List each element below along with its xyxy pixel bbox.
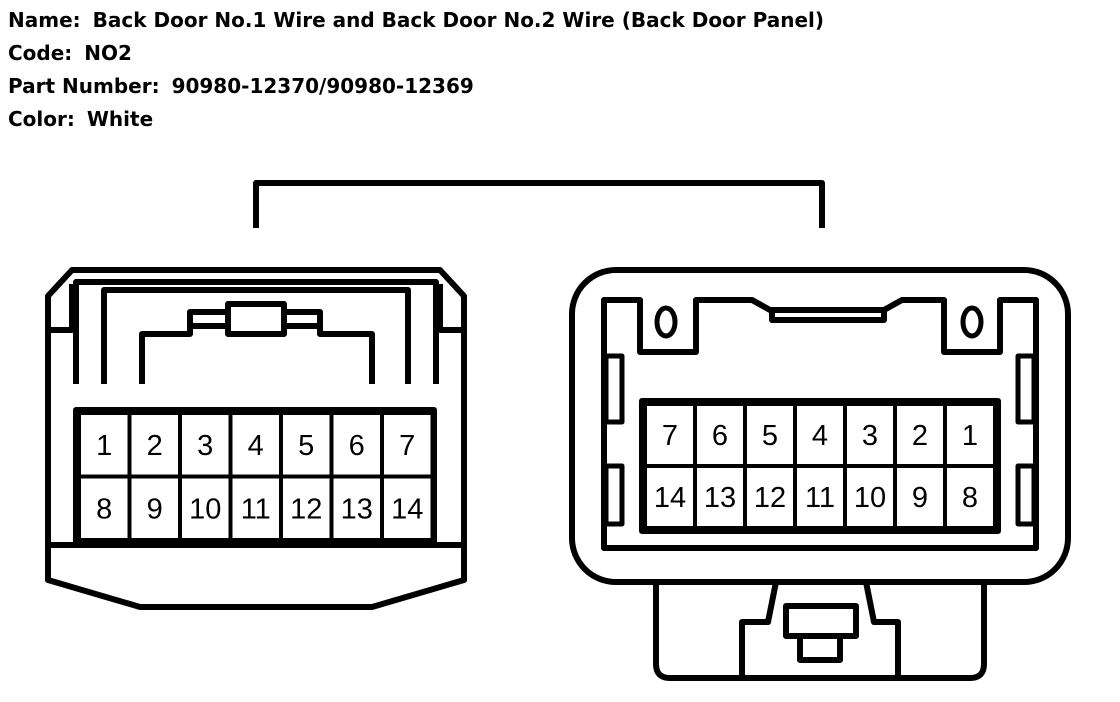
left-pin-5-label: 5 xyxy=(298,430,314,462)
right-connector-mark-right xyxy=(960,305,984,339)
right-pin-10-label: 10 xyxy=(854,482,886,514)
left-pin-10-label: 10 xyxy=(189,493,221,525)
right-connector-mark-left xyxy=(654,305,678,339)
code-label: Code: xyxy=(8,41,73,65)
right-pin-12-label: 12 xyxy=(754,482,786,514)
right-pin-11-label: 11 xyxy=(805,482,835,514)
left-pin-3-label: 3 xyxy=(197,430,213,462)
left-connector-latch-step-right xyxy=(284,309,375,384)
left-pin-12-label: 12 xyxy=(290,493,322,525)
right-pin-3-label: 3 xyxy=(862,420,878,452)
part-number-label: Part Number: xyxy=(8,74,160,98)
left-connector-side-flange-left xyxy=(45,284,75,333)
left-pin-9-label: 9 xyxy=(147,493,163,525)
left-cavity-14 xyxy=(380,474,435,542)
right-pin-4-label: 4 xyxy=(812,420,828,452)
left-pin-13-label: 13 xyxy=(341,493,373,525)
left-connector-latch-step-left xyxy=(139,309,228,384)
right-pin-2-label: 2 xyxy=(912,420,928,452)
right-pin-7-label: 7 xyxy=(662,420,678,452)
part-number-row: Part Number: 90980-12370/90980-12369 xyxy=(8,70,824,103)
right-connector-guide-left-top xyxy=(603,353,625,425)
left-pin-4-label: 4 xyxy=(248,430,264,462)
name-row: Name: Back Door No.1 Wire and Back Door N… xyxy=(8,4,824,37)
code-row: Code: NO2 xyxy=(8,37,824,70)
right-pin-5-label: 5 xyxy=(762,420,778,452)
right-pin-13-label: 13 xyxy=(704,482,736,514)
right-pin-14-label: 14 xyxy=(654,482,686,514)
left-connector-skirt xyxy=(45,545,467,610)
color-value: White xyxy=(86,107,154,131)
right-pin-6-label: 6 xyxy=(712,420,728,452)
right-connector-lock-tab xyxy=(783,603,859,639)
right-connector: 7 6 5 4 3 2 1 14 13 12 11 10 9 8 xyxy=(569,267,1071,681)
right-connector-lock-arms xyxy=(739,581,901,678)
name-value: Back Door No.1 Wire and Back Door No.2 W… xyxy=(92,8,825,32)
right-connector-guide-right-top xyxy=(1015,353,1037,425)
right-connector-lock-notch xyxy=(797,633,843,663)
left-connector-side-flange-right xyxy=(437,284,467,333)
left-pin-2-label: 2 xyxy=(147,430,163,462)
left-pin-8-label: 8 xyxy=(96,493,112,525)
right-connector-key-slot xyxy=(769,310,887,323)
right-pin-8-label: 8 xyxy=(962,482,978,514)
connector-info: Name: Back Door No.1 Wire and Back Door N… xyxy=(8,4,824,136)
left-pin-7-label: 7 xyxy=(399,430,415,462)
right-pin-1-label: 1 xyxy=(962,420,978,452)
right-pin-9-label: 9 xyxy=(912,482,928,514)
right-connector-body xyxy=(569,267,1071,585)
color-row: Color: White xyxy=(8,103,824,136)
left-pin-6-label: 6 xyxy=(349,430,365,462)
right-cavity-8 xyxy=(943,464,997,530)
name-label: Name: xyxy=(8,8,81,32)
part-number-value: 90980-12370/90980-12369 xyxy=(171,74,474,98)
right-connector-terminal-frame xyxy=(639,398,1001,534)
left-connector-latch-inner xyxy=(101,287,411,384)
code-value: NO2 xyxy=(84,41,132,65)
left-connector-latch-housing xyxy=(73,279,439,384)
right-connector-bottom-lock xyxy=(653,582,987,681)
left-pin-11-label: 11 xyxy=(241,493,271,525)
left-pin-1-label: 1 xyxy=(96,430,112,462)
right-connector-guide-left-bottom xyxy=(603,463,625,527)
left-pin-14-label: 14 xyxy=(391,493,423,525)
right-connector-guide-right-bottom xyxy=(1015,463,1037,527)
left-connector-latch-tab xyxy=(225,301,287,337)
right-connector-cavities: 7 6 5 4 3 2 1 14 13 12 11 10 9 8 xyxy=(643,402,997,530)
color-label: Color: xyxy=(8,107,75,131)
mating-bracket xyxy=(253,180,825,228)
